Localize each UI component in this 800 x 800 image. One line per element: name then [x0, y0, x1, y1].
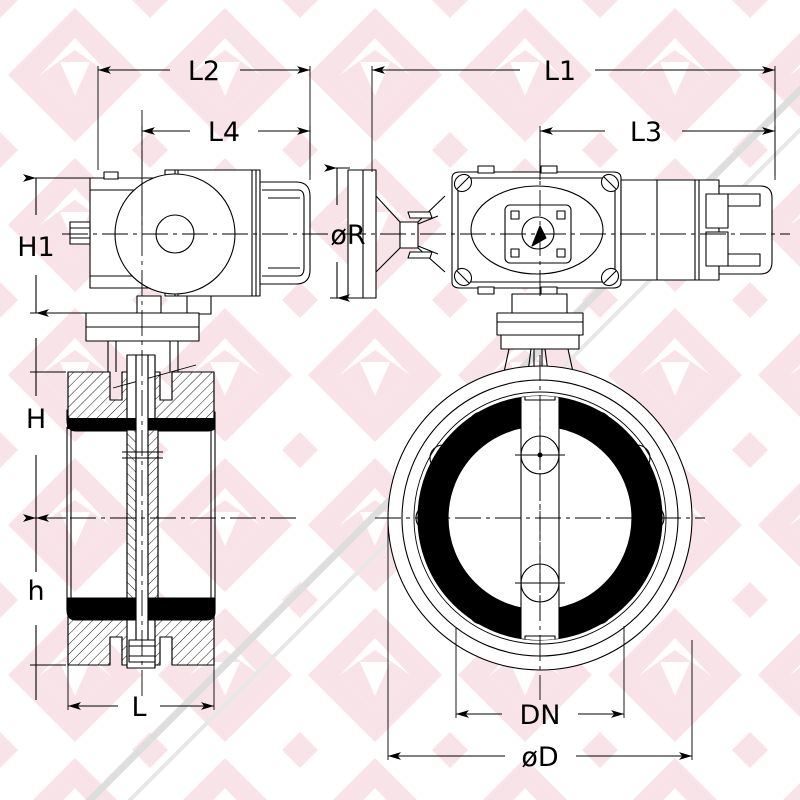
actuator-body-front — [451, 165, 622, 295]
dimension-label-L4: L4 — [208, 117, 240, 148]
dimension-label-H1: H1 — [17, 232, 54, 263]
dimension-label-L1: L1 — [544, 56, 576, 87]
dimension-label-H: H — [26, 404, 46, 435]
actuator-motor-barrel — [620, 179, 773, 281]
dimension-label-h: h — [27, 576, 44, 607]
view-flange-face — [375, 355, 705, 700]
view-front-elevation — [340, 150, 790, 375]
dimension-label-L2: L2 — [188, 56, 220, 87]
dimension-label-DN: DN — [520, 700, 561, 731]
dimension-label-R3: L3 — [630, 117, 662, 148]
dimension-label-D: øD — [521, 742, 558, 773]
view-left-elevation — [30, 110, 330, 700]
dimension-label-L: L — [131, 692, 146, 723]
dimension-label-R: øR — [330, 220, 365, 251]
dimension-h — [23, 514, 66, 700]
